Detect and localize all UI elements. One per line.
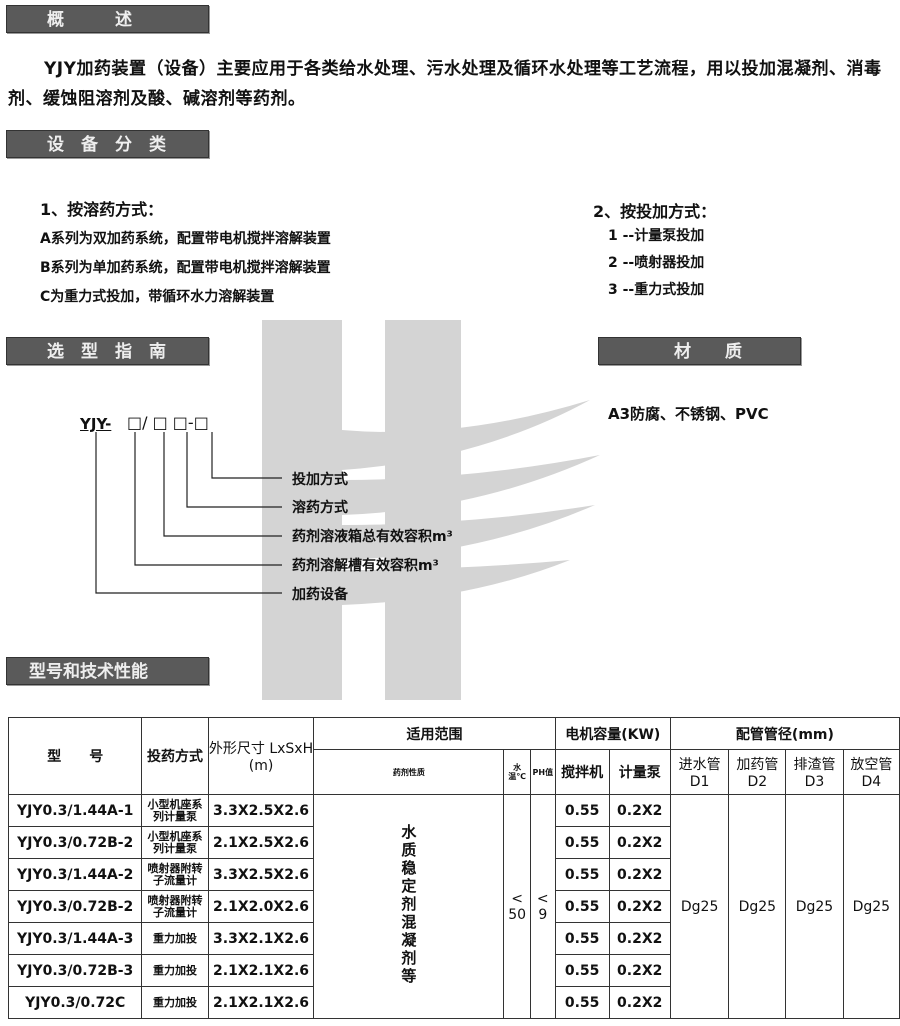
cell-method: 重力加投 [141,922,209,955]
cell-model: YJY0.3/1.44A-3 [7,922,143,955]
cell-method: 小型机座系列计量泵 [141,794,209,827]
cell-model: YJY0.3/1.44A-2 [7,858,143,891]
cell-mixer: 0.55 [554,890,610,923]
dissolve-title: 1、按溶药方式： [40,200,164,219]
table-row: YJY0.3/1.44A-1 小型机座系列计量泵 3.3X2.5X2.6 水质稳… [7,794,900,1019]
header-mixer: 搅拌机 [554,749,610,795]
cell-model: YJY0.3/0.72B-2 [7,826,143,859]
header-d3: 排渣管 D3 [785,749,844,795]
cell-pump: 0.2X2 [608,858,671,891]
specs-table: 型 号 投药方式 外形尺寸 LxSxH (m) 适用范围 电机容量(KW) 配管… [7,717,900,1019]
cell-size: 2.1X2.0X2.6 [207,890,315,923]
model-prefix: YJY- [80,415,112,433]
code-label: 投加方式 [292,472,348,488]
cell-d4: Dg25 [842,794,900,1019]
cell-mixer: 0.55 [554,858,610,891]
cell-size: 2.1X2.1X2.6 [207,954,315,987]
cell-mixer: 0.55 [554,922,610,955]
cell-model: YJY0.3/0.72B-2 [7,890,143,923]
header-pipe: 配管管径(mm) [669,717,900,750]
cell-mixer: 0.55 [554,794,610,827]
cell-size: 2.1X2.5X2.6 [207,826,315,859]
cell-pump: 0.2X2 [608,922,671,955]
cell-method: 重力加投 [141,986,209,1019]
header-range: 适用范围 [313,717,556,750]
cell-pump: 0.2X2 [608,826,671,859]
cell-pump: 0.2X2 [608,986,671,1019]
header-pump: 计量泵 [608,749,671,795]
cell-model: YJY0.3/0.72B-3 [7,954,143,987]
cell-model: YJY0.3/1.44A-1 [7,794,143,827]
material-text: A3防腐、不锈钢、PVC [608,405,769,423]
section-header-selection: 选 型 指 南 [6,337,209,365]
dissolve-item: B系列为单加药系统，配置带电机搅拌溶解装置 [40,260,331,276]
header-d1: 进水管 D1 [669,749,730,795]
dosing-title: 2、按投加方式： [593,202,717,221]
cell-size: 3.3X2.1X2.6 [207,922,315,955]
header-motor: 电机容量(KW) [554,717,671,750]
header-method: 投药方式 [141,717,209,795]
cell-mixer: 0.55 [554,986,610,1019]
cell-method: 喷射器附转子流量计 [141,890,209,923]
header-d2: 加药管 D2 [728,749,787,795]
dosing-item: 2 --喷射器投加 [608,255,705,271]
cell-mixer: 0.55 [554,954,610,987]
section-header-specs: 型号和技术性能 [6,657,209,685]
cell-d3: Dg25 [785,794,844,1019]
header-size: 外形尺寸 LxSxH (m) [207,717,315,795]
cell-mixer: 0.55 [554,826,610,859]
cell-d2: Dg25 [728,794,787,1019]
cell-pump: 0.2X2 [608,954,671,987]
cell-size: 3.3X2.5X2.6 [207,794,315,827]
cell-ph: < 9 [529,794,556,1019]
header-d4: 放空管 D4 [842,749,900,795]
dosing-item: 3 --重力式投加 [608,282,705,298]
dosing-item: 1 --计量泵投加 [608,228,705,244]
overview-text: YJY加药装置（设备）主要应用于各类给水处理、污水处理及循环水处理等工艺流程，用… [8,59,882,109]
header-ph: PH值 [529,749,556,795]
cell-d1: Dg25 [669,794,730,1019]
cell-method: 重力加投 [141,954,209,987]
dissolve-item: C为重力式投加，带循环水力溶解装置 [40,289,275,305]
cell-agent: 水质稳定剂混凝剂等 [313,794,505,1019]
cell-size: 3.3X2.5X2.6 [207,858,315,891]
cell-temp: < 50 [503,794,531,1019]
section-header-overview: 概 述 [6,5,209,33]
cell-model: YJY0.3/0.72C [7,986,143,1019]
cell-method: 小型机座系列计量泵 [141,826,209,859]
cell-size: 2.1X2.1X2.6 [207,986,315,1019]
header-agent: 药剂性质 [313,749,505,795]
section-header-classification: 设 备 分 类 [6,130,209,158]
header-model: 型 号 [7,717,143,795]
model-code: □/ □ □-□ [127,413,209,432]
cell-pump: 0.2X2 [608,794,671,827]
section-header-material: 材 质 [598,337,801,365]
code-label: 溶药方式 [292,500,348,516]
cell-pump: 0.2X2 [608,890,671,923]
code-label: 药剂溶液箱总有效容积m³ [292,529,453,545]
header-temp: 水温℃ [503,749,531,795]
cell-method: 喷射器附转子流量计 [141,858,209,891]
code-label: 加药设备 [292,587,348,603]
dissolve-item: A系列为双加药系统，配置带电机搅拌溶解装置 [40,231,331,247]
code-label: 药剂溶解槽有效容积m³ [292,558,439,574]
